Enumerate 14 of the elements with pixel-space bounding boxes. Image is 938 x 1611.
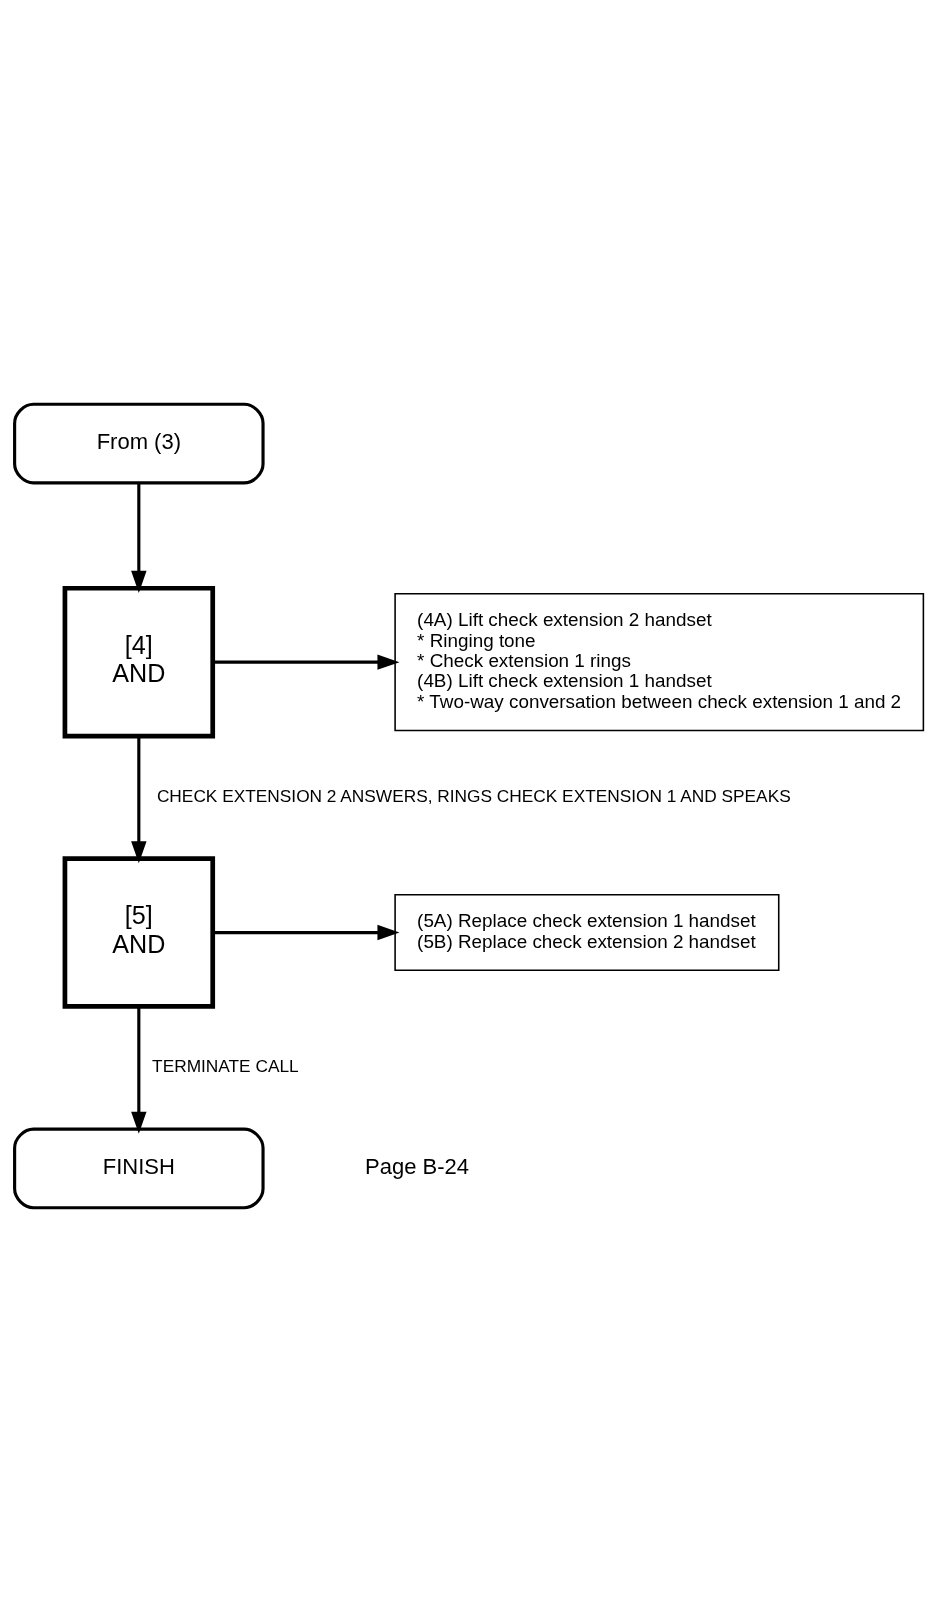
label: Page B-24 — [365, 1153, 470, 1179]
node-box: From (3) — [13, 402, 265, 484]
node-box: (4A) Lift check extension 2 handset * Ringing tone * Check extension 1 rings (4B) Lift check extension 1 handset * Two-way conversation between check extension 1 and 2 — [394, 592, 925, 731]
edge-label: CHECK EXTENSION 2 ANSWERS, RINGS CHECK EXTENSION 1 AND SPEAKS — [156, 785, 791, 806]
node-box: [5] AND — [62, 855, 216, 1009]
node-box: [4] AND — [62, 585, 216, 738]
arrow — [131, 482, 147, 593]
arrow — [213, 653, 400, 670]
node-box: (5A) Replace check extension 1 handset (5B) Replace check extension 2 handset — [394, 893, 780, 971]
edge-label: TERMINATE CALL — [152, 1055, 299, 1076]
arrow — [131, 735, 147, 863]
arrow — [131, 1006, 147, 1134]
arrow — [212, 924, 400, 940]
node-box: FINISH — [13, 1127, 265, 1209]
